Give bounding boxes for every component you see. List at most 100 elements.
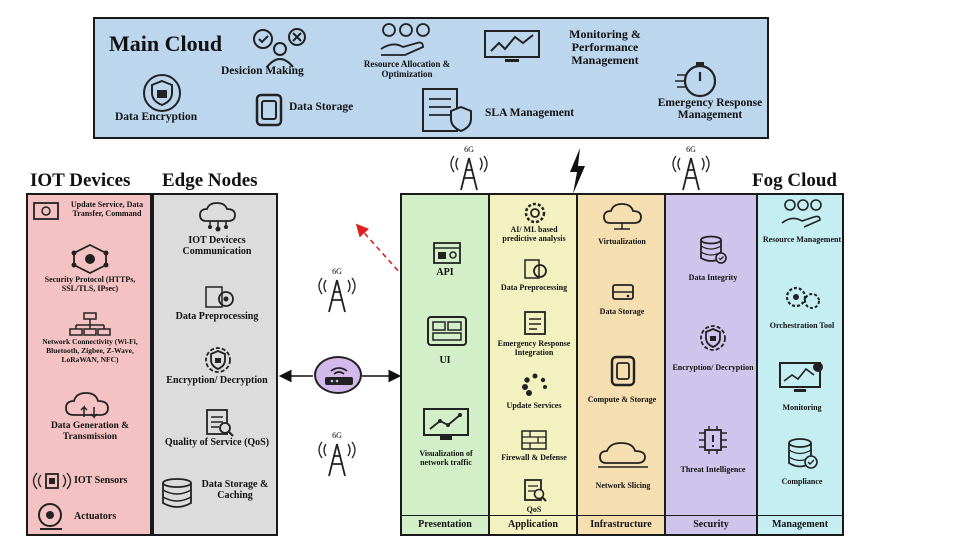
stopwatch-icon	[675, 62, 717, 98]
database-icon	[162, 478, 192, 508]
security-layer: Data Integrity Encryption/ Decryption Th…	[664, 193, 758, 536]
cloud-network-icon	[199, 202, 236, 232]
api-icon	[433, 242, 461, 264]
router-device	[314, 356, 362, 394]
data-encryption-label: Data Encryption	[115, 111, 198, 123]
data-integrity-icon	[700, 235, 727, 264]
infra-storage-icon	[612, 284, 634, 300]
app-qos-label: QoS	[526, 505, 542, 514]
security-protocol-icon	[71, 243, 109, 275]
main-cloud-panel: Main Cloud Desicion Making Resource Allo…	[93, 17, 769, 139]
compute-storage-label: Compute & Storage	[587, 395, 657, 404]
infrastructure-footer: Infrastructure	[578, 515, 664, 534]
network-slicing-icon	[598, 442, 648, 468]
tower-6g-icon: 6G	[318, 431, 356, 477]
orchestration-label: Orchestration Tool	[769, 321, 835, 330]
fog-cloud-heading: Fog Cloud	[752, 170, 837, 191]
app-qos-icon	[524, 479, 547, 502]
threat-intelligence-icon	[699, 426, 727, 454]
edge-encryption-label: Encryption/ Decryption	[166, 375, 268, 386]
network-connectivity-label: Network Connectivity (Wi-Fi, Bluetooth, …	[42, 337, 138, 364]
orchestration-gear-icon	[785, 286, 820, 309]
virtualization-label: Virtualization	[598, 237, 646, 246]
compliance-label: Compliance	[781, 477, 823, 486]
resource-allocation-icon	[380, 23, 430, 56]
iot-devices-heading: IOT Devices	[30, 170, 131, 191]
management-layer: Resource Management Orchestration Tool M…	[756, 193, 844, 536]
decision-making-label: Desicion Making	[221, 65, 304, 77]
update-service-label: Update Service, Data Transfer, Command	[70, 200, 144, 218]
ai-gear-icon	[524, 202, 546, 224]
data-integrity-label: Data Integrity	[688, 273, 738, 282]
firewall-label: Firewall & Defense	[501, 453, 567, 462]
ui-label: UI	[439, 355, 451, 366]
cloud-transmission-icon	[65, 392, 109, 419]
traffic-visualization-icon	[423, 408, 469, 440]
resource-management-icon	[781, 199, 822, 228]
tower-6g-icon: 6G	[450, 145, 488, 191]
resource-management-label: Resource Management	[762, 235, 842, 244]
edge-encryption-icon	[205, 347, 231, 373]
actuators-label: Actuators	[74, 511, 117, 522]
sensor-icon	[32, 472, 72, 490]
edge-qos-label: Quality of Service (QoS)	[164, 437, 270, 448]
virtualization-cloud-icon	[603, 203, 642, 230]
update-services-label: Update Services	[506, 401, 562, 410]
network-connectivity-icon	[69, 312, 111, 336]
update-loading-icon	[522, 373, 547, 396]
edge-nodes-heading: Edge Nodes	[162, 170, 258, 191]
management-monitoring-icon	[779, 362, 823, 392]
security-encryption-label: Encryption/ Decryption	[672, 363, 754, 372]
security-protocol-label: Security Protocol (HTTPs, SSL/TLS, IPsec…	[44, 275, 136, 293]
firewall-icon	[521, 430, 547, 450]
emergency-integration-icon	[524, 311, 546, 335]
threat-intelligence-label: Threat Intelligence	[680, 465, 746, 474]
tower-6g-label: 6G	[332, 267, 342, 276]
monitoring-label: Monitoring & Performance Management	[569, 27, 641, 67]
presentation-layer: API UI Visualization of network traffic …	[400, 193, 490, 536]
emergency-response-label: Emergency Response Management	[657, 97, 763, 121]
visualization-label: Visualization of network traffic	[419, 449, 473, 467]
encryption-shield-icon	[143, 74, 181, 112]
resource-allocation-label: Resource Allocation & Optimization	[363, 59, 451, 79]
tower-6g-label: 6G	[686, 145, 696, 154]
network-slicing-label: Network Slicing	[595, 481, 651, 490]
api-label: API	[436, 267, 454, 278]
ai-analysis-label: AI/ ML based predictive analysis	[502, 225, 566, 243]
tower-6g-label: 6G	[332, 431, 342, 440]
compute-storage-icon	[610, 355, 636, 387]
edge-preprocessing-label: Data Preprocessing	[175, 311, 259, 322]
actuator-icon	[38, 503, 62, 530]
emergency-integration-label: Emergency Response Integration	[497, 339, 571, 357]
tower-6g-icon: 6G	[672, 145, 710, 191]
management-monitoring-label: Monitoring	[782, 403, 822, 412]
decision-making-icon	[253, 28, 306, 68]
sla-document-icon	[422, 88, 472, 133]
data-storage-label: Data Storage	[289, 101, 354, 113]
iot-communication-label: IOT Devicecs Communication	[182, 235, 252, 257]
infrastructure-layer: Virtualization Data Storage Compute & St…	[576, 193, 666, 536]
performance-monitor-icon	[484, 30, 540, 62]
presentation-footer: Presentation	[402, 515, 488, 534]
application-layer: AI/ ML based predictive analysis Data Pr…	[488, 193, 578, 536]
security-footer: Security	[666, 515, 756, 534]
edge-storage-label: Data Storage & Caching	[201, 479, 269, 501]
compliance-database-icon	[788, 438, 818, 469]
app-preprocessing-label: Data Preprocessing	[500, 283, 568, 292]
iot-sensors-label: IOT Sensors	[74, 475, 128, 486]
application-footer: Application	[490, 515, 576, 534]
infra-storage-label: Data Storage	[599, 307, 645, 316]
ui-icon	[427, 316, 467, 346]
data-generation-label: Data Generation & Transmission	[50, 421, 130, 442]
security-encryption-icon	[700, 325, 726, 351]
tower-6g-label: 6G	[464, 145, 474, 154]
data-storage-icon	[255, 93, 283, 127]
lightning-icon	[570, 148, 585, 194]
edge-nodes-panel: IOT Devicecs Communication Data Preproce…	[152, 193, 278, 536]
iot-devices-panel: Update Service, Data Transfer, Command S…	[26, 193, 152, 536]
sla-management-label: SLA Management	[485, 107, 575, 119]
main-cloud-title: Main Cloud	[109, 31, 223, 56]
device-update-icon	[33, 202, 59, 220]
qos-clipboard-icon	[206, 409, 234, 437]
wifi-router-icon	[325, 367, 353, 385]
